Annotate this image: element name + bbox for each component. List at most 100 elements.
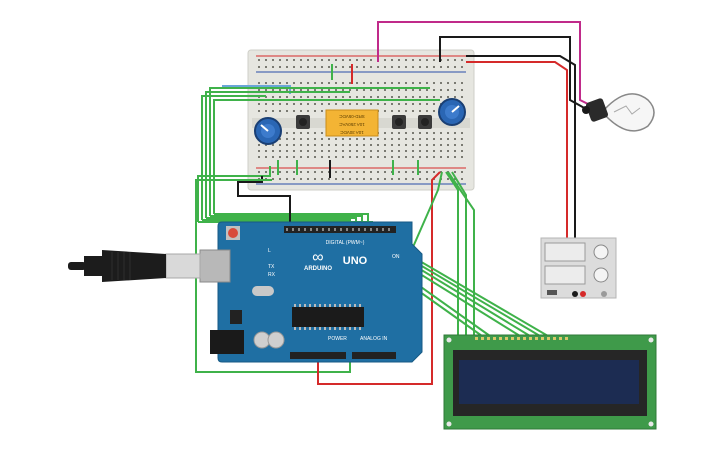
header-pin: [352, 228, 354, 231]
breadboard-hole: [307, 178, 309, 180]
pushbutton-3[interactable]: [418, 115, 432, 129]
breadboard-hole: [440, 156, 442, 158]
breadboard-hole: [293, 96, 295, 98]
breadboard-hole: [461, 138, 463, 140]
breadboard-hole: [272, 103, 274, 105]
breadboard-hole: [363, 144, 365, 146]
breadboard-hole: [447, 96, 449, 98]
breadboard-hole: [398, 66, 400, 68]
breadboard-hole: [286, 156, 288, 158]
breadboard-hole: [342, 96, 344, 98]
breadboard-hole: [321, 66, 323, 68]
breadboard-hole: [300, 66, 302, 68]
breadboard-hole: [412, 171, 414, 173]
breadboard-hole: [454, 171, 456, 173]
breadboard-hole: [384, 178, 386, 180]
breadboard-hole: [433, 66, 435, 68]
breadboard-hole: [279, 178, 281, 180]
breadboard-hole: [279, 96, 281, 98]
lcd-16x2[interactable]: [443, 334, 657, 430]
breadboard-hole: [314, 150, 316, 152]
light-bulb-icon[interactable]: [582, 93, 655, 132]
chip-pin: [349, 327, 351, 330]
breadboard-hole: [293, 66, 295, 68]
breadboard-hole: [363, 96, 365, 98]
breadboard-hole: [279, 138, 281, 140]
wire-red-5v: [317, 171, 441, 385]
breadboard-hole: [412, 66, 414, 68]
breadboard-hole: [363, 82, 365, 84]
breadboard-hole: [314, 66, 316, 68]
breadboard-hole: [391, 66, 393, 68]
breadboard-hole: [300, 144, 302, 146]
breadboard-hole: [426, 82, 428, 84]
breadboard-hole: [412, 156, 414, 158]
breadboard-hole: [391, 59, 393, 61]
breadboard-hole: [314, 110, 316, 112]
breadboard-hole: [293, 150, 295, 152]
chip-pin: [314, 327, 316, 330]
breadboard-hole: [391, 82, 393, 84]
breadboard-hole: [335, 103, 337, 105]
breadboard-hole: [258, 144, 260, 146]
breadboard-hole: [412, 82, 414, 84]
breadboard-hole: [328, 103, 330, 105]
breadboard-hole: [314, 132, 316, 134]
breadboard-hole: [461, 171, 463, 173]
breadboard-hole: [314, 178, 316, 180]
breadboard-hole: [419, 59, 421, 61]
pushbutton-1[interactable]: [296, 115, 310, 129]
lcd-pin: [535, 337, 538, 340]
header-pin: [376, 228, 378, 231]
breadboard-hole: [454, 150, 456, 152]
breadboard-hole: [300, 156, 302, 158]
dc-jack-icon[interactable]: [210, 330, 244, 354]
breadboard-hole: [419, 144, 421, 146]
potentiometer-left[interactable]: [254, 117, 282, 145]
breadboard-hole: [384, 89, 386, 91]
breadboard-hole: [342, 178, 344, 180]
breadboard-hole: [286, 59, 288, 61]
supply-terminal-red: [580, 291, 586, 297]
breadboard-hole: [426, 110, 428, 112]
chip-pin: [329, 304, 331, 307]
breadboard-hole: [272, 66, 274, 68]
breadboard-hole: [321, 82, 323, 84]
arduino-uno-board[interactable]: DIGITAL (PWM~) TX RX L ∞ ARDUINO UNO ON …: [210, 221, 423, 363]
breadboard-hole: [300, 103, 302, 105]
breadboard-hole: [328, 144, 330, 146]
breadboard-hole: [265, 103, 267, 105]
usb-plug-icon[interactable]: [68, 249, 231, 283]
breadboard-hole: [286, 66, 288, 68]
breadboard-hole: [398, 150, 400, 152]
lcd-pin: [505, 337, 508, 340]
breadboard-hole: [391, 156, 393, 158]
breadboard-hole: [454, 59, 456, 61]
breadboard-hole: [258, 156, 260, 158]
header-pin: [298, 228, 300, 231]
breadboard-hole: [265, 82, 267, 84]
supply-knob-1[interactable]: [593, 244, 609, 260]
potentiometer-right[interactable]: [438, 98, 466, 126]
breadboard-hole: [363, 66, 365, 68]
breadboard-hole: [307, 66, 309, 68]
breadboard-hole: [370, 89, 372, 91]
relay-module[interactable]: SRD-05VDC 10A 250VAC 10A 30VDC: [325, 109, 379, 137]
breadboard-hole: [265, 156, 267, 158]
power-supply[interactable]: [540, 237, 617, 299]
supply-switch[interactable]: [547, 290, 557, 295]
pushbutton-2[interactable]: [392, 115, 406, 129]
lcd-pin: [541, 337, 544, 340]
tx-label: TX: [268, 264, 275, 270]
header-pin: [358, 228, 360, 231]
breadboard-hole: [342, 144, 344, 146]
supply-knob-2[interactable]: [593, 267, 609, 283]
breadboard-hole: [342, 59, 344, 61]
header-pin: [310, 228, 312, 231]
breadboard-hole: [335, 138, 337, 140]
breadboard-hole: [321, 110, 323, 112]
breadboard-hole: [377, 138, 379, 140]
breadboard-hole: [419, 156, 421, 158]
breadboard-hole: [293, 89, 295, 91]
breadboard-hole: [258, 59, 260, 61]
